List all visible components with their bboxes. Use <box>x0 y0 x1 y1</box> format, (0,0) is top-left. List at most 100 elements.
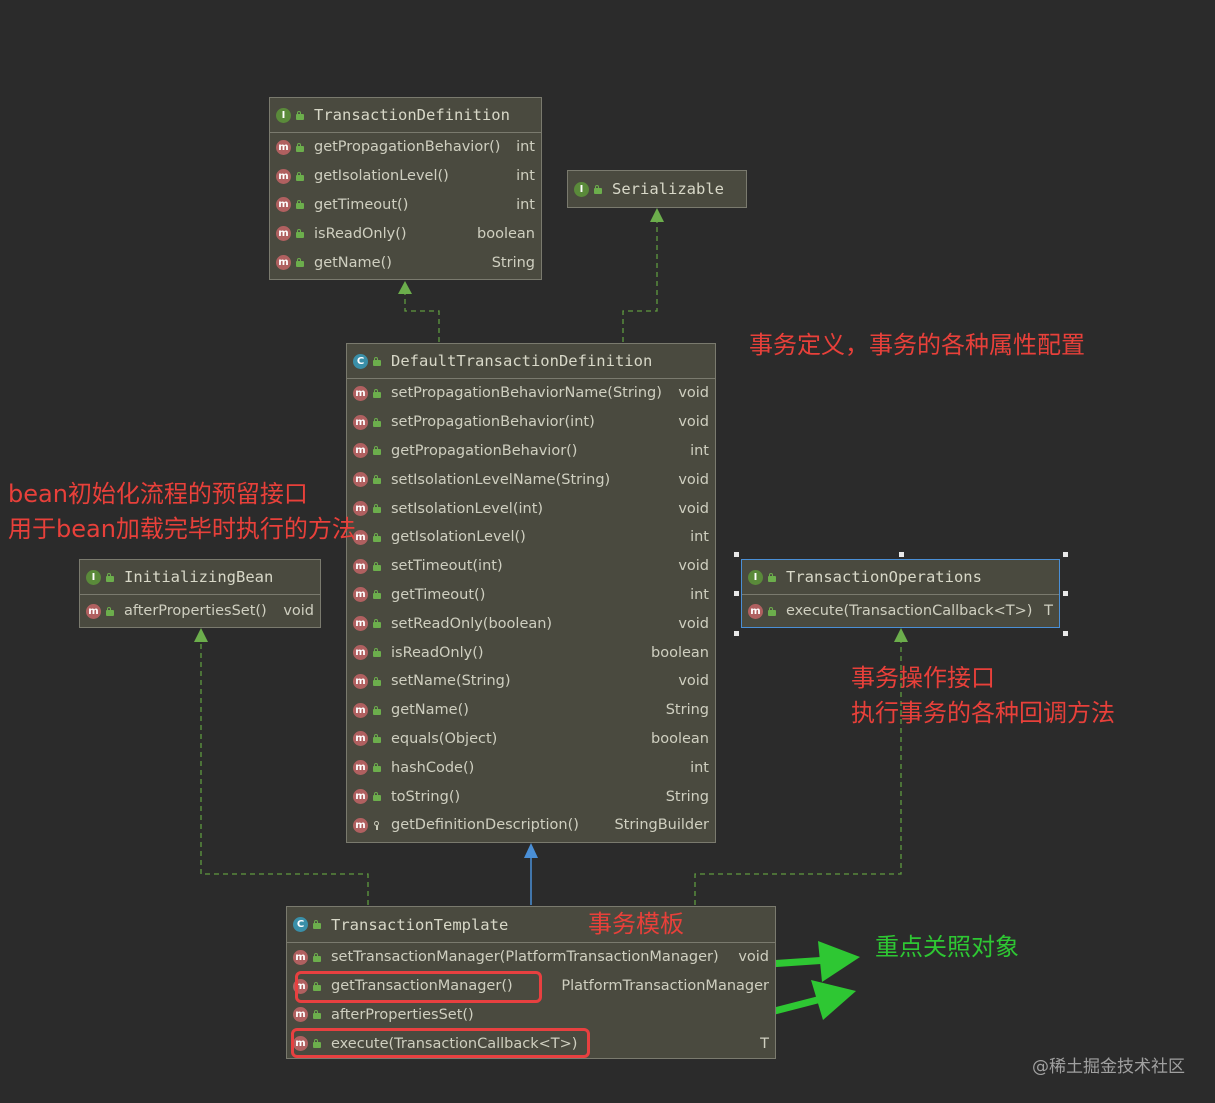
method-name: afterPropertiesSet() <box>331 1006 474 1023</box>
return-type: PlatformTransactionManager <box>561 978 769 995</box>
method-name: setReadOnly(boolean) <box>391 615 553 632</box>
selection-handle[interactable] <box>899 552 904 557</box>
method-icon: m <box>353 673 368 689</box>
method-icon: m <box>353 529 368 545</box>
method-name: setTransactionManager(PlatformTransactio… <box>331 949 719 966</box>
initializing-bean-header[interactable]: I InitializingBean <box>80 560 320 595</box>
method-name: setIsolationLevelName(String) <box>391 471 611 488</box>
method-name: setName(String) <box>391 673 511 690</box>
transaction-definition-box[interactable]: I TransactionDefinition m getPropagationB… <box>269 97 542 280</box>
member-row[interactable]: m getName() String <box>270 248 541 277</box>
method-icon: m <box>353 616 368 632</box>
return-type: String <box>491 254 535 271</box>
highlight-execute <box>291 1028 590 1058</box>
method-icon: m <box>353 501 368 517</box>
public-lock-icon <box>372 763 382 773</box>
method-name: setPropagationBehavior(int) <box>391 414 595 431</box>
serializable-box[interactable]: I Serializable <box>567 170 747 208</box>
method-icon: m <box>86 603 101 619</box>
interface-icon: I <box>86 569 101 585</box>
transaction-operations-header[interactable]: I TransactionOperations <box>742 560 1059 595</box>
method-name: afterPropertiesSet() <box>124 603 267 619</box>
public-lock-icon <box>767 606 777 616</box>
implements-arrowhead-initializing-bean <box>194 628 208 642</box>
method-name: getPropagationBehavior() <box>314 139 501 156</box>
public-lock-icon <box>372 734 382 744</box>
method-icon: m <box>276 139 291 155</box>
implements-line-initializing-bean <box>200 641 369 905</box>
class-icon: C <box>353 353 368 369</box>
selection-handle[interactable] <box>734 631 739 636</box>
return-type: boolean <box>477 225 535 242</box>
method-name: execute(TransactionCallback<T>) <box>786 603 1033 619</box>
return-type: void <box>678 615 709 632</box>
member-row[interactable]: m setReadOnly(boolean) void <box>347 609 715 638</box>
return-type: T <box>1044 603 1053 619</box>
public-lock-icon <box>372 532 382 542</box>
method-icon: m <box>276 226 291 242</box>
method-name: getTransactionManager() <box>331 978 513 995</box>
public-lock-icon <box>372 475 382 485</box>
focus-arrowhead-2 <box>811 980 856 1020</box>
public-lock-icon <box>372 792 382 802</box>
method-name: execute(TransactionCallback<T>) <box>331 1035 578 1052</box>
method-icon: m <box>353 789 368 805</box>
return-type: void <box>678 558 709 575</box>
return-type: void <box>678 414 709 431</box>
transaction-template-header[interactable]: C TransactionTemplate <box>287 907 775 943</box>
return-type: String <box>665 702 709 719</box>
public-lock-icon <box>105 572 115 582</box>
serializable-header[interactable]: I Serializable <box>568 171 746 207</box>
selection-handle[interactable] <box>1063 591 1068 596</box>
method-name: isReadOnly() <box>391 644 484 661</box>
public-lock-icon <box>593 184 603 194</box>
selection-handle[interactable] <box>1063 631 1068 636</box>
default-transaction-definition-header[interactable]: C DefaultTransactionDefinition <box>347 344 715 379</box>
public-lock-icon <box>372 417 382 427</box>
selection-handle[interactable] <box>734 591 739 596</box>
initializing-bean-box[interactable]: I InitializingBean m afterPropertiesSet()… <box>79 559 321 628</box>
return-type: void <box>678 385 709 402</box>
public-lock-icon <box>372 446 382 456</box>
method-name: hashCode() <box>391 759 475 776</box>
class-icon: C <box>293 917 308 932</box>
public-lock-icon <box>295 200 305 210</box>
method-icon: m <box>276 255 291 271</box>
method-name: getTimeout() <box>391 586 486 603</box>
bean-note-line2: 用于bean加载完毕时执行的方法 <box>8 515 356 543</box>
selection-handle[interactable] <box>1063 552 1068 557</box>
method-name: getName() <box>314 254 392 271</box>
transaction-definition-header[interactable]: I TransactionDefinition <box>270 98 541 133</box>
return-type: int <box>690 442 709 459</box>
operations-note-line1: 事务操作接口 <box>851 664 995 692</box>
selection-handle[interactable] <box>734 552 739 557</box>
